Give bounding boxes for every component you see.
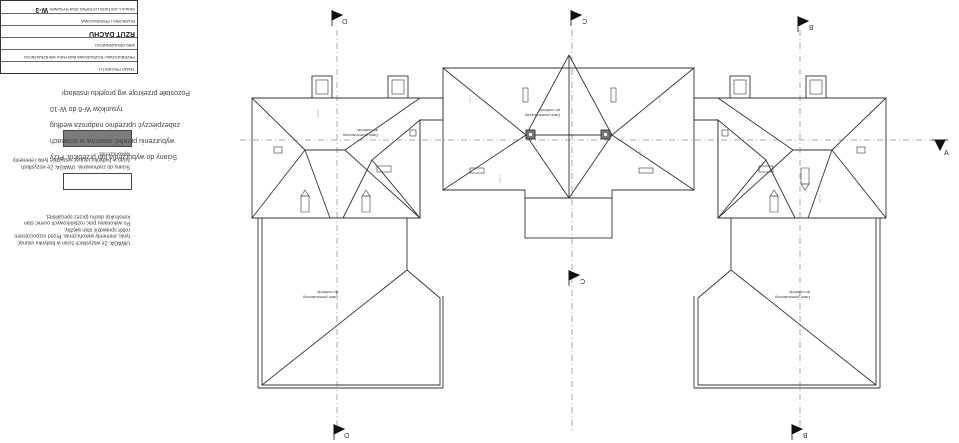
section-label-top-b: B bbox=[809, 23, 814, 30]
note-line-1: Ściany do wyburzenia lub przebicia. Przy bbox=[50, 153, 178, 160]
section-label-bottom-d: D bbox=[344, 431, 350, 438]
right-roof-outline bbox=[693, 97, 887, 219]
dormer-left-1 bbox=[311, 75, 333, 99]
legend-swatch-walls bbox=[63, 130, 132, 147]
tb-sheet-value: W-3 bbox=[35, 6, 49, 13]
tb-project-name: PRZEBUDOWA I ROZBUDOWA BUDYNKU MIESZKALN… bbox=[1, 49, 137, 61]
section-label-top-d: D bbox=[342, 17, 348, 24]
plan-note-4: Dach przeznaczony do rozbiórki bbox=[774, 290, 810, 300]
left-roof-outline bbox=[251, 97, 444, 219]
note-line-5: Pozostałe przekroje wg projektu instalac… bbox=[62, 89, 191, 96]
section-cuts bbox=[240, 30, 945, 430]
note-line-4: rysunków W-6 do W-10 bbox=[50, 105, 123, 112]
center-roof-outline bbox=[442, 67, 695, 199]
center-block bbox=[442, 54, 695, 239]
left-wing bbox=[251, 75, 444, 389]
note-block: Ściany do wyburzenia lub przebicia. Przy… bbox=[50, 96, 180, 168]
roof-slope-marks bbox=[267, 95, 871, 203]
tb-meta: SKALA 1:100 DATA LISTOPAD 2018 RYSUNEK W… bbox=[1, 2, 137, 13]
tb-date-label: DATA bbox=[100, 7, 111, 12]
dormer-left-2 bbox=[387, 75, 409, 99]
tb-drawing-subtitle: ROZBIÓRKI I PRZEBUDOWA bbox=[1, 13, 137, 25]
tb-sheet-label: RYSUNEK bbox=[49, 7, 69, 12]
legend-swatch-demolition bbox=[63, 173, 132, 190]
right-terrace bbox=[697, 217, 877, 386]
plan-note-1: Dach przeznaczony do rozbiórki bbox=[342, 128, 378, 138]
dormer-right-2 bbox=[805, 75, 827, 99]
left-terrace bbox=[261, 217, 441, 386]
section-flags bbox=[331, 10, 948, 440]
title-block: TEMAT PROJEKTU: PRZEBUDOWA I ROZBUDOWA B… bbox=[0, 0, 138, 74]
legend-note-top: UWAGA: Ze wszystkich ścian w budynku usu… bbox=[14, 213, 130, 246]
plan-note-3: Dach przeznaczony do rozbiórki bbox=[302, 290, 338, 300]
tb-drawing-title: RZUT DACHU bbox=[1, 25, 137, 37]
tb-scale-value: 1:100 bbox=[111, 7, 122, 12]
tb-project-sub: WIELORODZINNEGO bbox=[1, 37, 137, 49]
note-line-3: zabezpieczyć uprzednio nadproża według bbox=[50, 121, 180, 128]
section-label-top-c: C bbox=[582, 17, 588, 24]
center-step bbox=[524, 197, 613, 239]
note-line-2: wyburzeniu przebić otworów w ścianach bbox=[50, 137, 175, 144]
section-label-side-a: A bbox=[944, 150, 949, 157]
plan-note-2: Dach przeznaczony do rozbiórki bbox=[524, 108, 560, 118]
tb-project-label: TEMAT PROJEKTU: bbox=[1, 61, 137, 73]
dormer-right-1 bbox=[729, 75, 751, 99]
section-label-bottom-b: B bbox=[803, 431, 808, 438]
tb-date-value: LISTOPAD 2018 bbox=[69, 7, 100, 12]
right-wing bbox=[693, 75, 887, 389]
tb-scale-label: SKALA bbox=[122, 7, 135, 12]
section-label-bottom-c: C bbox=[580, 277, 586, 284]
